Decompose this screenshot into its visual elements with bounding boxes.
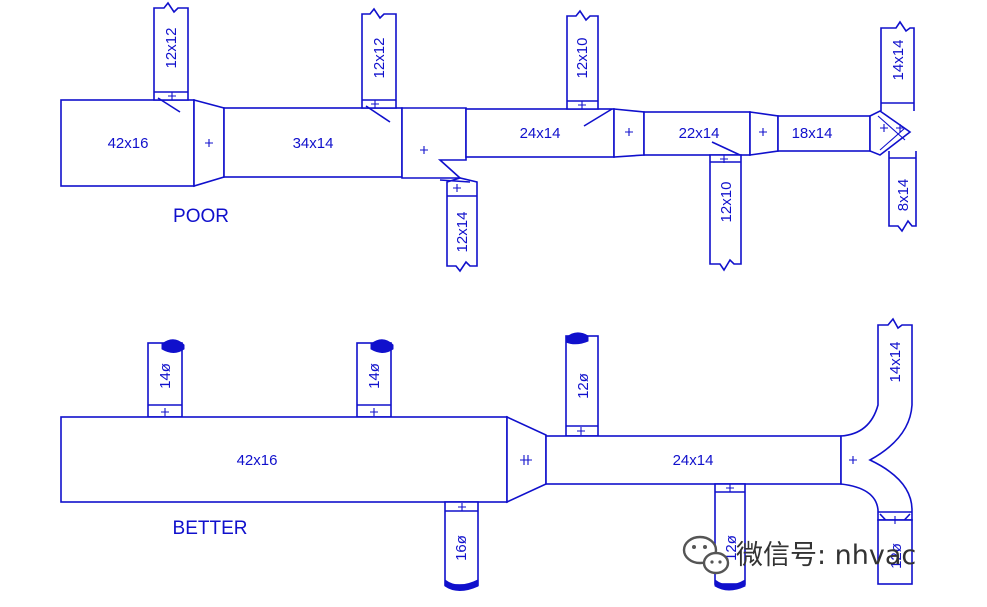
better-label-branch-b7: 12ø	[888, 543, 905, 569]
better-branch-cap-e	[714, 578, 746, 591]
poor-duct-42x16	[60, 99, 195, 187]
better-label-branch-b3: 12ø	[575, 373, 592, 399]
watermark-text: 微信号: nhvac	[736, 540, 916, 571]
poor-label-42x16: 42x16	[108, 135, 149, 152]
poor-label-branch-b3: 12x10	[574, 38, 591, 79]
poor-label-branch-b7: 8x14	[895, 179, 912, 212]
poor-tee	[869, 110, 912, 156]
better-branch-cap-c	[565, 332, 589, 345]
better-label-branch-b4: 16ø	[453, 535, 470, 561]
better-label-branch-b2: 14ø	[366, 363, 383, 389]
poor-label-branch-b5: 12x10	[718, 182, 735, 223]
better-branch-12o-c	[877, 519, 913, 585]
better-duct-24x14	[545, 435, 842, 485]
poor-layout: 42x16 34x14 24x14 22x14 18x14 12x12 12x1…	[60, 1, 917, 273]
better-branch-cap-a	[161, 339, 185, 353]
poor-crosses	[168, 92, 906, 192]
better-layout: 42x16 24x14 14ø 14ø 12ø 16ø 12ø 14x14 12…	[60, 317, 913, 591]
better-label-branch-b1: 14ø	[157, 363, 174, 389]
poor-branch-12x12-b	[361, 7, 397, 109]
better-label-branch-b6: 14x14	[887, 342, 904, 383]
poor-duct-24x14	[465, 108, 615, 158]
poor-label-branch-b6: 14x14	[890, 40, 907, 81]
better-y-fitting	[840, 317, 913, 521]
poor-branch-12x10-a	[566, 9, 599, 110]
poor-branch-8x14	[888, 151, 917, 233]
wechat-icon	[682, 535, 730, 575]
poor-branch-12x14	[446, 177, 478, 273]
poor-label-24x14: 24x14	[520, 125, 561, 142]
better-label-branch-b5: 12ø	[723, 535, 740, 561]
poor-label-branch-b4: 12x14	[454, 212, 471, 253]
better-duct-42x16	[60, 416, 508, 503]
better-crosses	[161, 408, 899, 524]
poor-transition-2	[401, 107, 467, 179]
better-branch-16o	[444, 501, 479, 586]
better-label-24x14: 24x14	[673, 452, 714, 469]
better-label-42x16: 42x16	[237, 452, 278, 469]
poor-label-branch-b2: 12x12	[371, 38, 388, 79]
poor-transition-4	[749, 111, 779, 156]
poor-branch-12x12-a	[153, 1, 189, 101]
poor-label-branch-b1: 12x12	[163, 28, 180, 69]
watermark: 微信号: nhvac	[682, 535, 916, 575]
poor-duct-34x14	[223, 107, 403, 178]
poor-branch-12x10-b	[709, 154, 742, 272]
poor-label-22x14: 22x14	[679, 125, 720, 142]
better-branch-cap-d	[444, 578, 479, 591]
poor-caption: POOR	[173, 206, 229, 227]
poor-branch-14x14	[880, 20, 915, 111]
better-caption: BETTER	[173, 518, 248, 539]
better-branch-cap-b	[370, 339, 394, 353]
poor-label-18x14: 18x14	[792, 125, 833, 142]
poor-label-34x14: 34x14	[293, 135, 334, 152]
